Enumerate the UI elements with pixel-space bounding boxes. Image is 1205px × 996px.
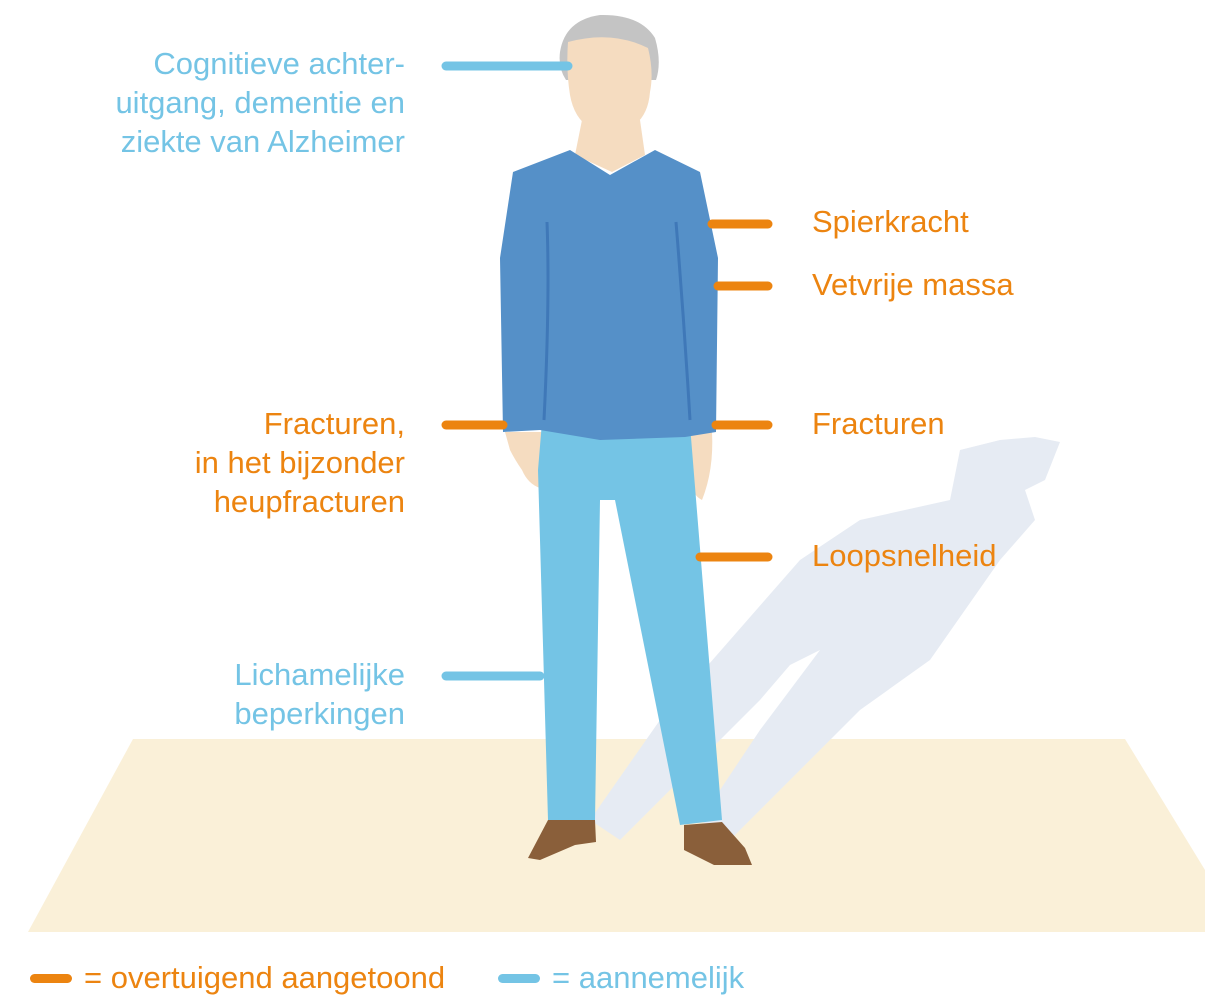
legend-proven-text: = overtuigend aangetoond [84, 960, 446, 995]
label-physical-limitations: Lichamelijke beperkingen [234, 657, 405, 731]
legend-proven-swatch [30, 973, 72, 983]
label-cognitive: Cognitieve achter- uitgang, dementie en … [115, 46, 405, 159]
sweater-fold-right [674, 221, 692, 421]
legend-plausible-text: = aannemelijk [552, 960, 745, 995]
label-fractures: Fracturen [812, 406, 945, 441]
label-fractures-hip: Fracturen, in het bijzonder heupfracture… [194, 406, 405, 519]
label-lean-mass: Vetvrije massa [812, 267, 1014, 302]
right-shoe [684, 822, 752, 865]
neck [575, 120, 645, 172]
label-walking-speed: Loopsnelheid [812, 538, 997, 573]
legend-proven: = overtuigend aangetoond [30, 960, 445, 996]
head [567, 37, 652, 129]
legend-plausible: = aannemelijk [498, 960, 744, 996]
label-muscle-strength: Spierkracht [812, 204, 969, 239]
pants [538, 422, 722, 825]
legend-plausible-swatch [498, 973, 540, 983]
left-shoe [528, 820, 596, 860]
left-hand [505, 432, 546, 488]
sweater-fold-left [542, 221, 550, 421]
sweater [500, 150, 718, 440]
